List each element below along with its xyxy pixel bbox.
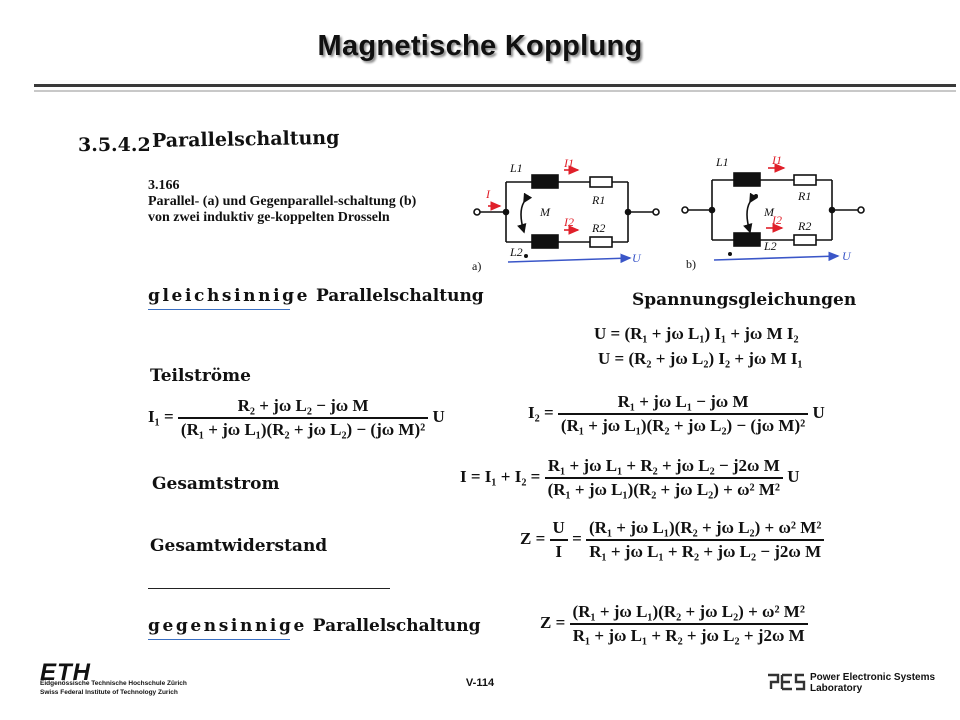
- b-R2-label: R2: [797, 219, 811, 233]
- i-numerator: R₁ + jω L₁ + R₂ + jω L₂ − j2ω M: [544, 456, 784, 479]
- page-number: V-114: [465, 677, 495, 689]
- b-label: b): [686, 257, 696, 271]
- i-lhs: I = I₁ + I₂ =: [460, 466, 541, 486]
- b-U-label: U: [842, 249, 852, 263]
- b-I2-label: I2: [771, 213, 782, 227]
- z-u: U: [549, 518, 568, 541]
- figure-number: 3.166: [148, 178, 180, 193]
- zg-fraction: (R₁ + jω L₁)(R₂ + jω L₂) + ω² M² R₁ + jω…: [569, 602, 808, 646]
- z-fraction: (R₁ + jω L₁)(R₂ + jω L₂) + ω² M² R₁ + jω…: [586, 518, 825, 562]
- i2-fraction: R₁ + jω L₁ − jω M (R₁ + jω L₁)(R₂ + jω L…: [557, 392, 809, 436]
- i2-lhs: I₂ =: [528, 402, 554, 422]
- a-L2-label: L2: [509, 245, 523, 259]
- a-I1-label: I1: [563, 156, 574, 170]
- voltage-equation-1: U = (R₁ + jω L₁) I₁ + jω M I₂: [594, 324, 799, 343]
- b-L2-label: L2: [763, 239, 777, 253]
- i2-rhs: U: [812, 402, 825, 422]
- gegensinnige-word: gegensinnige: [148, 616, 307, 636]
- i-rhs: U: [787, 466, 800, 486]
- spannung-heading: Spannungsgleichungen: [632, 290, 857, 310]
- i1-equation: I₁ = R₂ + jω L₂ − jω M (R₁ + jω L₁)(R₂ +…: [148, 396, 445, 440]
- header-rule-shadow: [34, 90, 956, 92]
- zg-lhs: Z =: [540, 612, 566, 632]
- b-M-label: M: [763, 205, 775, 219]
- gegensinnige-underline: [148, 639, 290, 640]
- a-R1-label: R1: [591, 193, 605, 207]
- circuit-b: [681, 163, 865, 262]
- a-L1-label: L1: [509, 161, 523, 175]
- z-ui-fraction: U I: [549, 518, 568, 562]
- a-M-label: M: [539, 205, 551, 219]
- i2-denominator: (R₁ + jω L₁)(R₂ + jω L₂) − (jω M)²: [560, 416, 806, 435]
- eth-logo: ETH: [40, 659, 91, 686]
- separator-line: [148, 588, 390, 589]
- i2-equation: I₂ = R₁ + jω L₁ − jω M (R₁ + jω L₁)(R₂ +…: [528, 392, 825, 436]
- section-title: Parallelschaltung: [151, 126, 340, 152]
- i-denominator: (R₁ + jω L₁)(R₂ + jω L₂) + ω² M²: [547, 480, 781, 499]
- a-I-label: I: [485, 187, 491, 201]
- z-numerator: (R₁ + jω L₁)(R₂ + jω L₂) + ω² M²: [586, 518, 825, 541]
- gleichsinnige-underline: [148, 309, 290, 310]
- a-label: a): [472, 259, 481, 273]
- eth-line-2: Swiss Federal Institute of Technology Zu…: [40, 689, 178, 696]
- a-R2-label: R2: [591, 221, 605, 235]
- a-U-label: U: [632, 251, 642, 265]
- header-rule: [34, 84, 956, 87]
- impedance-opposite-equation: Z = (R₁ + jω L₁)(R₂ + jω L₂) + ω² M² R₁ …: [540, 602, 808, 646]
- voltage-equation-2: U = (R₂ + jω L₂) I₂ + jω M I₁: [598, 349, 803, 368]
- eth-line-1: Eidgenössische Technische Hochschule Zür…: [40, 680, 187, 687]
- i-fraction: R₁ + jω L₁ + R₂ + jω L₂ − j2ω M (R₁ + jω…: [544, 456, 784, 500]
- circuit-figure: L1 L2 R1 R2 M I I1 I2 U a) L1: [472, 153, 865, 273]
- i1-numerator: R₂ + jω L₂ − jω M: [177, 396, 429, 419]
- impedance-equation: Z = U I = (R₁ + jω L₁)(R₂ + jω L₂) + ω² …: [520, 518, 825, 562]
- zg-denominator: R₁ + jω L₁ + R₂ + jω L₂ + j2ω M: [572, 626, 805, 645]
- b-R1-label: R1: [797, 189, 811, 203]
- i1-lhs: I₁ =: [148, 406, 174, 426]
- total-current-equation: I = I₁ + I₂ = R₁ + jω L₁ + R₂ + jω L₂ − …: [460, 456, 800, 500]
- gleichsinnige-rest: Parallelschaltung: [315, 286, 484, 306]
- circuit-a: [473, 165, 660, 264]
- figure-caption: 3.166 Parallel- (a) und Gegenparallel-sc…: [148, 178, 430, 226]
- pes-line-2: Laboratory: [810, 683, 863, 694]
- gegensinnige-rest: Parallelschaltung: [312, 616, 481, 636]
- zg-numerator: (R₁ + jω L₁)(R₂ + jω L₂) + ω² M²: [569, 602, 808, 625]
- pes-name: Power Electronic Systems Laboratory: [810, 672, 935, 694]
- pes-logo-icon: [768, 673, 806, 691]
- gesamtstrom-heading: Gesamtstrom: [152, 474, 280, 494]
- gleichsinnige-word: gleichsinnige: [148, 286, 311, 306]
- i1-fraction: R₂ + jω L₂ − jω M (R₁ + jω L₁)(R₂ + jω L…: [177, 396, 429, 440]
- section-number: 3.5.4.2: [78, 134, 151, 156]
- z-lhs: Z =: [520, 528, 546, 548]
- i1-denominator: (R₁ + jω L₁)(R₂ + jω L₂) − (jω M)²: [180, 420, 426, 439]
- i1-rhs: U: [432, 406, 445, 426]
- z-denominator: R₁ + jω L₁ + R₂ + jω L₂ − j2ω M: [589, 542, 822, 561]
- gleichsinnige-heading: gleichsinnige Parallelschaltung: [148, 286, 484, 306]
- z-i: I: [555, 542, 562, 561]
- b-I1-label: I1: [771, 153, 782, 167]
- a-I2-label: I2: [563, 215, 574, 229]
- teilstroeme-heading: Teilströme: [150, 366, 251, 386]
- slide-title: Magnetische Kopplung: [317, 30, 643, 62]
- i2-numerator: R₁ + jω L₁ − jω M: [557, 392, 809, 415]
- gesamtwiderstand-heading: Gesamtwiderstand: [150, 536, 328, 556]
- z-eq: =: [572, 528, 582, 548]
- figure-caption-text: Parallel- (a) und Gegenparallel-schaltun…: [148, 194, 417, 225]
- pes-line-1: Power Electronic Systems: [810, 672, 936, 683]
- b-L1-label: L1: [715, 155, 729, 169]
- gegensinnige-heading: gegensinnige Parallelschaltung: [148, 616, 481, 636]
